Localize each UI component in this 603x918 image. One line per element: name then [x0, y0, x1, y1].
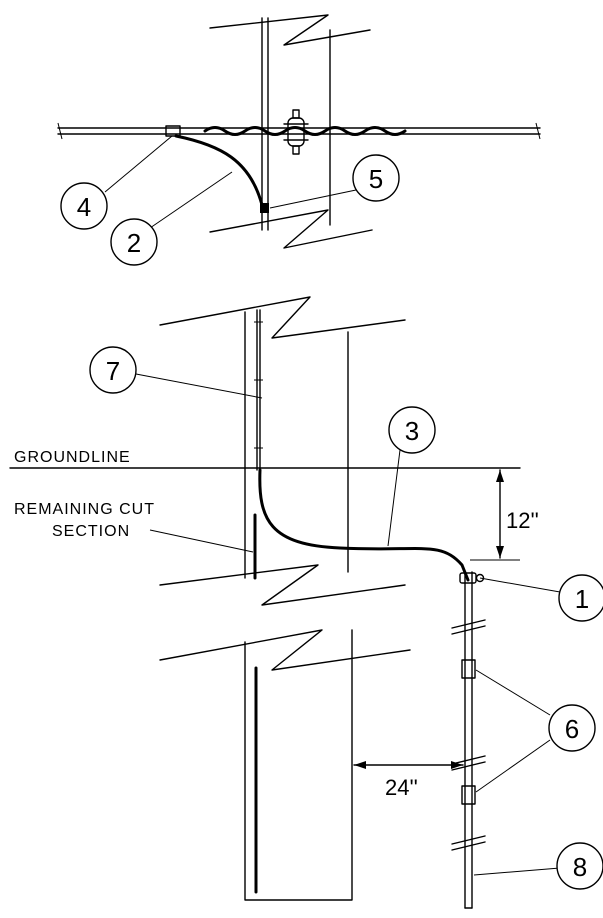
callout-2: 2 — [110, 218, 158, 266]
leader-5 — [269, 189, 357, 209]
butt-break-line — [159, 629, 411, 671]
remaining-cut-label-line2: SECTION — [52, 523, 130, 540]
mid-break-line-upper — [159, 296, 406, 339]
callout-7-number: 7 — [106, 356, 120, 386]
crossarm-left-break — [57, 122, 63, 140]
callout-2-number: 2 — [127, 228, 141, 258]
rod-coupling-upper — [461, 659, 476, 679]
insulator-icon — [283, 109, 309, 155]
callout-6-number: 6 — [565, 714, 579, 744]
leader-7 — [135, 373, 263, 399]
callout-1-number: 1 — [575, 584, 589, 614]
mid-ground-conductor — [258, 468, 470, 582]
crossarm-right-break — [535, 122, 541, 140]
top-ground-conductor — [174, 134, 264, 207]
callout-3: 3 — [388, 406, 436, 454]
middle-detail — [9, 296, 521, 606]
pole-connector — [260, 203, 269, 213]
callout-7: 7 — [89, 346, 137, 394]
top-detail — [57, 14, 541, 249]
offset-dimension-label: 24'' — [385, 775, 418, 800]
butt-outline — [244, 629, 353, 901]
top-break-line-upper — [209, 14, 371, 46]
callout-1: 1 — [558, 574, 603, 622]
leader-1 — [479, 577, 561, 593]
callout-6: 6 — [548, 704, 596, 752]
rod-break-marks — [451, 619, 486, 851]
leader-8 — [473, 867, 561, 876]
callout-5-number: 5 — [369, 164, 383, 194]
callout-5: 5 — [352, 154, 400, 202]
leader-2 — [149, 171, 233, 229]
callout-4-number: 4 — [77, 192, 91, 222]
callout-8-number: 8 — [573, 852, 587, 882]
remaining-cut-label-line1: REMAINING CUT — [14, 501, 155, 518]
groundline-label: GROUNDLINE — [14, 449, 131, 466]
leader-6a — [475, 669, 551, 716]
arm-clamp — [165, 125, 181, 137]
leader-4 — [104, 135, 173, 193]
crossarm-hatch — [203, 126, 407, 136]
depth-dimension-label: 12'' — [506, 508, 539, 533]
leader-6b — [475, 739, 551, 793]
leader-remaining-cut — [149, 529, 254, 553]
callout-4: 4 — [60, 182, 108, 230]
callout-8: 8 — [556, 842, 603, 890]
top-break-line-lower — [209, 209, 373, 249]
callout-3-number: 3 — [405, 416, 419, 446]
rod-coupling-lower — [461, 785, 476, 805]
leader-3 — [387, 449, 401, 547]
mid-break-line-lower — [159, 564, 406, 606]
bottom-detail — [159, 571, 561, 909]
